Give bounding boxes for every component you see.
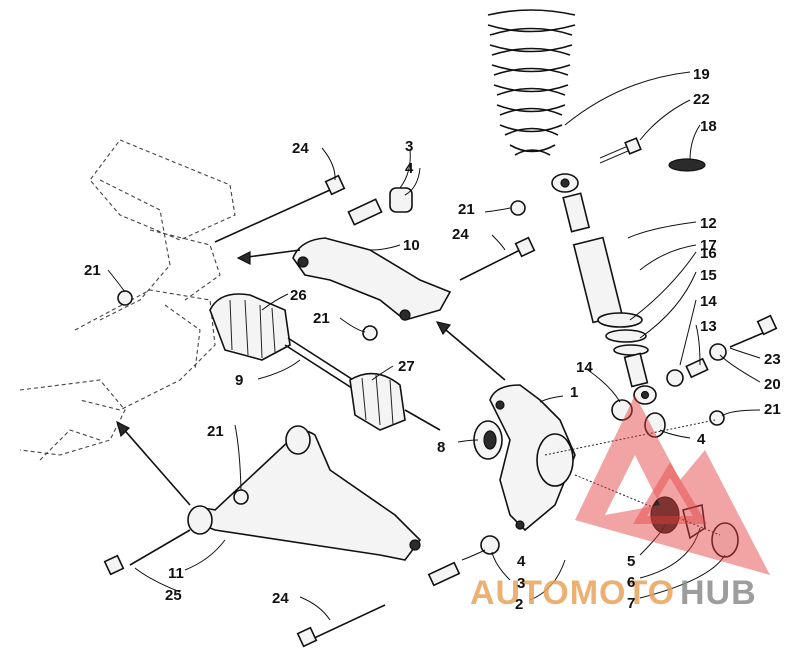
bearing — [473, 420, 503, 460]
shock-upper-bolt — [599, 137, 642, 164]
callout-23: 23 — [764, 351, 781, 368]
bolts-24 — [214, 174, 536, 648]
callout-13: 13 — [700, 318, 717, 335]
callout-21-lower: 21 — [207, 423, 224, 440]
callout-21-arm: 21 — [313, 310, 330, 327]
callout-19: 19 — [693, 66, 710, 83]
callout-24-top: 24 — [292, 140, 309, 157]
callout-labels: 1 2 3 3 4 4 4 5 6 7 8 9 10 11 12 13 14 1… — [84, 66, 781, 613]
callout-17: 17 — [700, 237, 717, 254]
callout-26: 26 — [290, 287, 307, 304]
callout-20: 20 — [764, 376, 781, 393]
callout-22: 22 — [693, 91, 710, 108]
callout-4-right: 4 — [697, 431, 706, 448]
callout-12: 12 — [700, 215, 717, 232]
watermark-logo: AUTOMOTO HUB — [470, 395, 770, 612]
callout-21-right: 21 — [764, 401, 781, 418]
callout-21-frame: 21 — [84, 262, 101, 279]
callout-25: 25 — [165, 587, 182, 604]
watermark-text-automoto: AUTOMOTO — [470, 574, 675, 612]
callout-1: 1 — [570, 384, 578, 401]
callout-5: 5 — [627, 553, 635, 570]
shock-absorber — [551, 173, 657, 405]
callout-27: 27 — [398, 358, 415, 375]
spring-retainer — [668, 158, 706, 172]
callout-10: 10 — [403, 237, 420, 254]
direction-arrows — [116, 249, 506, 506]
callout-4-top: 4 — [405, 160, 414, 177]
callout-8: 8 — [437, 439, 445, 456]
callout-6: 6 — [627, 574, 635, 591]
callout-2: 2 — [515, 596, 523, 613]
cv-drive-shaft — [209, 293, 441, 431]
lower-a-arm — [187, 425, 422, 561]
callout-3-bottom: 3 — [517, 575, 525, 592]
knuckle — [489, 384, 576, 532]
callout-7: 7 — [627, 595, 635, 612]
callout-4-bottom: 4 — [517, 553, 526, 570]
callout-16: 16 — [700, 245, 717, 262]
callout-11: 11 — [168, 565, 184, 582]
callout-24-middle: 24 — [452, 226, 469, 243]
callout-18: 18 — [700, 118, 717, 135]
callout-24-bottom: 24 — [272, 590, 289, 607]
callout-14-right: 14 — [700, 293, 717, 310]
leader-lines — [107, 71, 761, 621]
upper-a-arm — [292, 187, 452, 321]
coil-spring — [487, 9, 576, 156]
alignment-lines — [544, 419, 721, 536]
callout-9: 9 — [235, 372, 243, 389]
callout-15: 15 — [700, 267, 717, 284]
callout-3-top: 3 — [405, 138, 413, 155]
callout-14-left: 14 — [576, 359, 593, 376]
callout-21-shock: 21 — [458, 201, 475, 218]
watermark-text-hub: HUB — [680, 574, 757, 612]
